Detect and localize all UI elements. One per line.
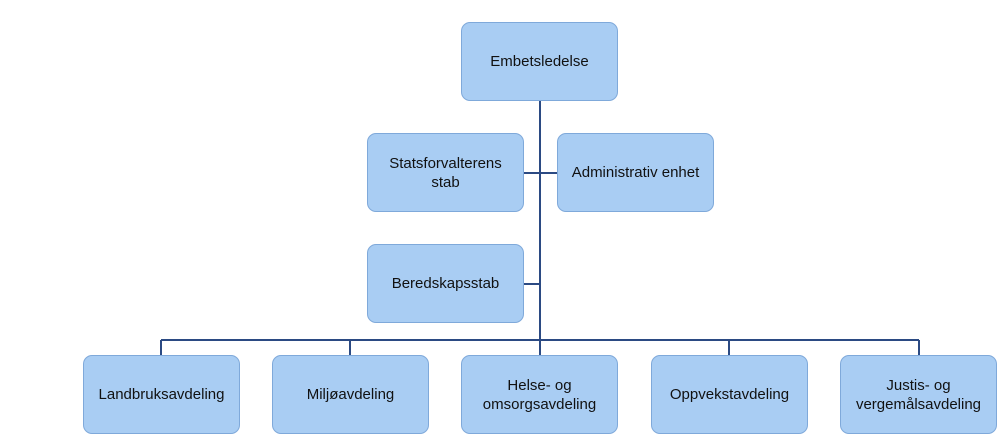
node-statsforvalterens-stab: Statsforvalterens stab bbox=[367, 133, 524, 212]
node-justis-og-vergemalsavdeling: Justis- og vergemålsavdeling bbox=[840, 355, 997, 434]
node-miljoavdeling: Miljøavdeling bbox=[272, 355, 429, 434]
node-label: Statsforvalterens stab bbox=[389, 154, 502, 191]
node-oppvekstavdeling: Oppvekstavdeling bbox=[651, 355, 808, 434]
node-label: Beredskapsstab bbox=[391, 275, 500, 292]
node-embetsledelse: Embetsledelse bbox=[461, 22, 618, 101]
node-label: Helse- og omsorgsavdeling bbox=[482, 376, 597, 413]
node-label: Oppvekstavdeling bbox=[669, 386, 790, 403]
node-helse-og-omsorgsavdeling: Helse- og omsorgsavdeling bbox=[461, 355, 618, 434]
node-label: Justis- og vergemålsavdeling bbox=[855, 376, 982, 413]
node-label: Administrativ enhet bbox=[571, 164, 700, 181]
node-beredskapsstab: Beredskapsstab bbox=[367, 244, 524, 323]
node-landbruksavdeling: Landbruksavdeling bbox=[83, 355, 240, 434]
node-label: Embetsledelse bbox=[490, 53, 589, 70]
node-administrativ-enhet: Administrativ enhet bbox=[557, 133, 714, 212]
node-label: Miljøavdeling bbox=[306, 386, 395, 403]
node-label: Landbruksavdeling bbox=[98, 386, 225, 403]
